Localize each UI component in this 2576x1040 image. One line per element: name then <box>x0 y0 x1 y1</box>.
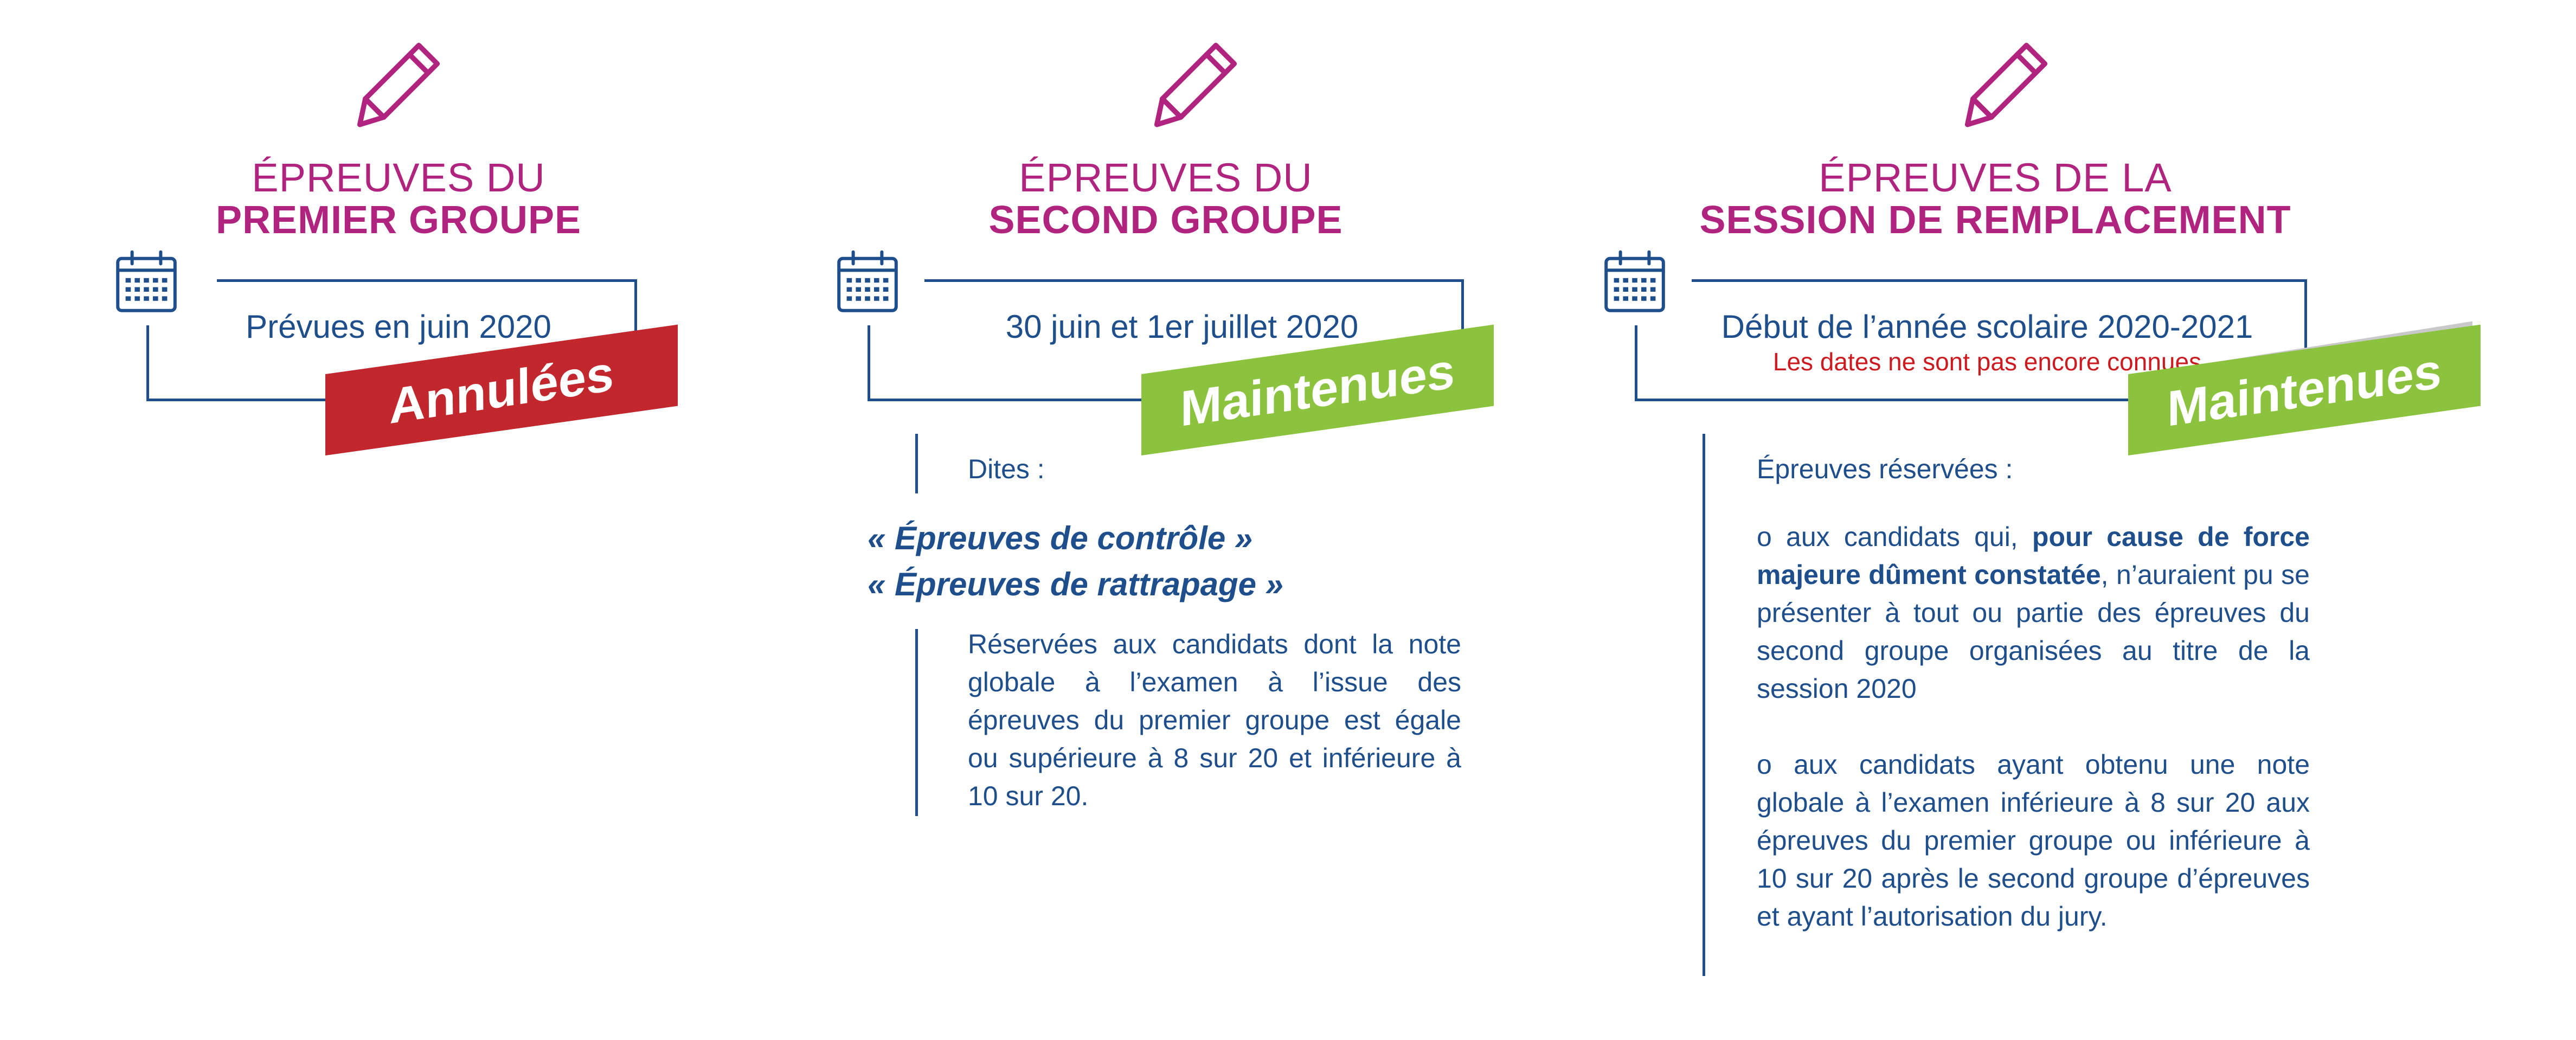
frame-bottom-line <box>1635 399 2177 401</box>
frame-right-line <box>634 279 637 355</box>
title-line1: ÉPREUVES DU <box>1019 155 1313 200</box>
date-text: Début de l’année scolaire 2020-2021 <box>1721 309 2253 345</box>
frame-left-line <box>868 325 870 401</box>
pencil-icon <box>1960 38 2052 130</box>
dites-label: Dites : <box>968 454 1045 484</box>
frame-right-line <box>1461 279 1464 355</box>
calendar-icon <box>1602 249 1667 314</box>
frame-left-line <box>1635 325 1637 401</box>
frame-right-line <box>2304 279 2307 380</box>
reserved-item-1: o aux candidats qui, pour cause de force… <box>1757 518 2310 708</box>
frame-bottom-line <box>146 399 363 401</box>
date-text: Prévues en juin 2020 <box>246 309 551 345</box>
status-label: Maintenues <box>1180 343 1455 437</box>
calendar-icon <box>114 249 179 314</box>
title-line2: PREMIER GROUPE <box>215 198 582 242</box>
status-label: Annulées <box>389 345 614 434</box>
frame-top-line <box>924 279 1464 282</box>
date-note: Les dates ne sont pas encore connues <box>1772 348 2202 376</box>
description-line <box>915 629 918 816</box>
title-line2: SECOND GROUPE <box>988 198 1343 242</box>
description-text: Réservées aux candidats dont la note glo… <box>968 629 1461 811</box>
pencil-icon <box>1149 38 1242 130</box>
item1-bold: pour cause de force majeure dûment const… <box>1757 522 2310 590</box>
item1-prefix: o aux candidats qui, <box>1757 522 2032 552</box>
frame-top-line <box>217 279 637 282</box>
alias-rattrapage: « Épreuves de rattrapage » <box>868 566 1284 602</box>
alias-controle: « Épreuves de contrôle » <box>868 520 1253 556</box>
dites-line <box>915 434 918 493</box>
title-line1: ÉPREUVES DE LA <box>1819 155 2172 200</box>
reserved-line <box>1703 434 1705 976</box>
reserved-item-2: o aux candidats ayant obtenu une note gl… <box>1757 749 2310 932</box>
reserved-label: Épreuves réservées : <box>1757 454 2013 484</box>
item1-suffix: , n’auraient pu se présenter à tout ou p… <box>1757 560 2310 704</box>
frame-bottom-line <box>868 399 1160 401</box>
calendar-icon <box>835 249 900 314</box>
title-line2: SESSION DE REMPLACEMENT <box>1699 198 2291 242</box>
date-text: 30 juin et 1er juillet 2020 <box>1005 309 1359 345</box>
frame-left-line <box>146 325 149 401</box>
frame-top-line <box>1692 279 2307 282</box>
pencil-icon <box>352 38 445 130</box>
title-line1: ÉPREUVES DU <box>252 155 545 200</box>
